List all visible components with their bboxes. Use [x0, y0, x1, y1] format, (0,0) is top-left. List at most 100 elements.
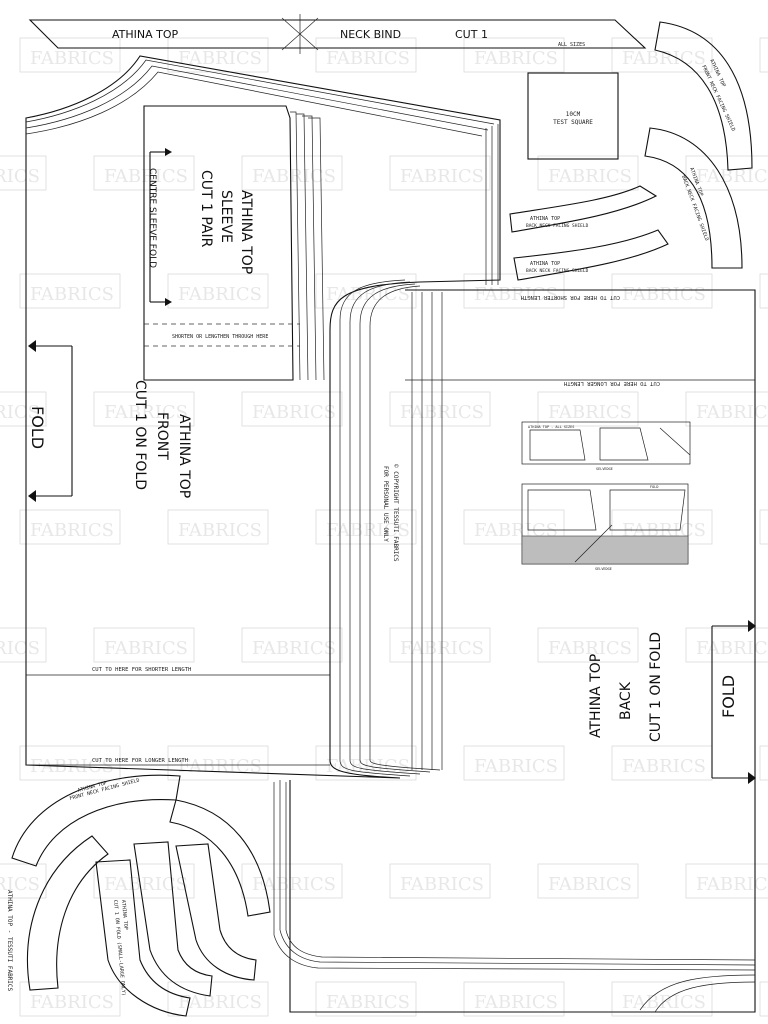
watermark-text: FABRICS — [474, 48, 558, 69]
layout-label-4: SELVEDGE — [595, 567, 612, 571]
watermark-logo: FABRICS — [315, 273, 417, 309]
test-square-size: 10CM — [566, 111, 581, 118]
watermark-text: FABRICS — [400, 874, 484, 895]
watermark-logo: FABRICS — [463, 273, 565, 309]
sleeve-cut: CUT 1 PAIR — [198, 170, 214, 248]
copyright-line-2: FOR PERSONAL USE ONLY — [382, 466, 389, 542]
watermark-logo: FABRICS — [759, 745, 768, 781]
watermark-text: FABRICS — [622, 284, 706, 305]
watermark-logo: FABRICS — [241, 155, 343, 191]
neck-bind-piece: ATHINA TOP NECK BIND CUT 1 ALL SIZES — [28, 14, 647, 54]
watermark-logo: FABRICS — [167, 981, 269, 1017]
watermark-logo: FABRICS — [537, 155, 639, 191]
watermark-logo: FABRICS — [389, 863, 491, 899]
front-piece: CUT TO HERE FOR SHORTER LENGTH CUT TO HE… — [25, 55, 501, 779]
watermark-text: FABRICS — [326, 284, 410, 305]
watermark-logo: FABRICS — [19, 509, 121, 545]
watermark-text: FABRICS — [104, 638, 188, 659]
watermark-logo: FABRICS — [685, 391, 768, 427]
watermark-text: FABRICS — [326, 48, 410, 69]
watermark-logo: FABRICS — [315, 981, 417, 1017]
watermark-text: FABRICS — [548, 638, 632, 659]
watermark-text: FABRICS — [326, 992, 410, 1013]
shields-bottom-left: ATHINA TOP FRONT NECK FACING SHIELD ATHI… — [11, 774, 271, 1017]
back-name: BACK — [618, 681, 634, 720]
watermark-logo: FABRICS — [611, 745, 713, 781]
watermark-layer: FABRICS FABRICS FABRICS FABRICS FABRICS FABRI… — [0, 37, 768, 1017]
watermark-text: FABRICS — [0, 638, 40, 659]
watermark-logo: FABRICS — [537, 627, 639, 663]
watermark-text: FABRICS — [0, 402, 40, 423]
layout-label-2: SELVEDGE — [596, 467, 613, 471]
back-shield-top-right: ATHINA TOP BACK NECK FACING SHIELD — [644, 127, 743, 269]
watermark-logo: FABRICS — [167, 745, 269, 781]
watermark-text: FABRICS — [252, 874, 336, 895]
watermark-logo: FABRICS — [685, 863, 768, 899]
watermark-logo: FABRICS — [463, 981, 565, 1017]
watermark-logo: FABRICS — [685, 627, 768, 663]
watermark-logo: FABRICS — [611, 273, 713, 309]
watermark-logo: FABRICS — [537, 391, 639, 427]
back-shield-title-mid1: ATHINA TOP — [530, 216, 560, 222]
watermark-logo: FABRICS — [0, 863, 47, 899]
layout-label-3: FOLD — [650, 485, 658, 489]
watermark-text: FABRICS — [474, 992, 558, 1013]
watermark-text: FABRICS — [474, 284, 558, 305]
watermark-text: FABRICS — [696, 402, 768, 423]
back-shield-title-bl: ATHINA TOP — [120, 900, 129, 931]
watermark-text: FABRICS — [252, 166, 336, 187]
watermark-logo: FABRICS — [537, 863, 639, 899]
sleeve-title: ATHINA TOP — [238, 190, 254, 274]
watermark-text: FABRICS — [548, 166, 632, 187]
watermark-logo: FABRICS — [389, 391, 491, 427]
watermark-text: FABRICS — [30, 284, 114, 305]
layout-label-1: ATHINA TOP - ALL SIZES — [528, 425, 574, 429]
watermark-text: FABRICS — [30, 520, 114, 541]
watermark-logo: FABRICS — [759, 509, 768, 545]
watermark-text: FABRICS — [178, 48, 262, 69]
watermark-logo: FABRICS — [759, 273, 768, 309]
watermark-logo: FABRICS — [19, 981, 121, 1017]
watermark-text: FABRICS — [178, 520, 262, 541]
sleeve-grainline-label: CENTRE SLEEVE FOLD — [147, 168, 157, 268]
back-cut: CUT 1 ON FOLD — [648, 632, 664, 742]
test-square-label: TEST SQUARE — [553, 119, 593, 126]
front-cut-shorter: CUT TO HERE FOR SHORTER LENGTH — [92, 667, 191, 673]
watermark-logo: FABRICS — [93, 627, 195, 663]
watermark-text: FABRICS — [30, 48, 114, 69]
watermark-logo: FABRICS — [759, 981, 768, 1017]
watermark-logo: FABRICS — [19, 37, 121, 73]
watermark-logo: FABRICS — [241, 391, 343, 427]
watermark-text: FABRICS — [622, 992, 706, 1013]
back-shield-middle-1: ATHINA TOP BACK NECK FACING SHIELD — [509, 185, 658, 233]
neck-bind-cut: CUT 1 — [455, 28, 488, 41]
watermark-text: FABRICS — [178, 756, 262, 777]
front-fold-label: FOLD — [28, 406, 47, 449]
front-cut-longer: CUT TO HERE FOR LONGER LENGTH — [92, 758, 188, 764]
front-shield-top-right: ATHINA TOP FRONT NECK FACING SHIELD — [654, 21, 753, 171]
neck-bind-name: NECK BIND — [340, 28, 401, 41]
watermark-logo: FABRICS — [167, 273, 269, 309]
watermark-text: FABRICS — [622, 756, 706, 777]
watermark-logo: FABRICS — [463, 745, 565, 781]
watermark-logo: FABRICS — [389, 155, 491, 191]
watermark-text: FABRICS — [0, 166, 40, 187]
watermark-text: FABRICS — [696, 166, 768, 187]
back-title: ATHINA TOP — [588, 654, 604, 738]
watermark-text: FABRICS — [252, 402, 336, 423]
watermark-text: FABRICS — [548, 402, 632, 423]
neck-bind-title: ATHINA TOP — [112, 28, 179, 41]
watermark-text: FABRICS — [696, 874, 768, 895]
watermark-logo: FABRICS — [0, 627, 47, 663]
watermark-text: FABRICS — [178, 992, 262, 1013]
watermark-text: FABRICS — [104, 874, 188, 895]
watermark-logo: FABRICS — [167, 509, 269, 545]
sleeve-piece: SHORTEN OR LENGTHEN THROUGH HERE CENTRE … — [143, 105, 325, 381]
watermark-logo: FABRICS — [241, 863, 343, 899]
watermark-logo: FABRICS — [93, 391, 195, 427]
watermark-text: FABRICS — [474, 756, 558, 777]
front-name: FRONT — [154, 412, 170, 460]
watermark-text: FABRICS — [548, 874, 632, 895]
watermark-text: FABRICS — [326, 520, 410, 541]
